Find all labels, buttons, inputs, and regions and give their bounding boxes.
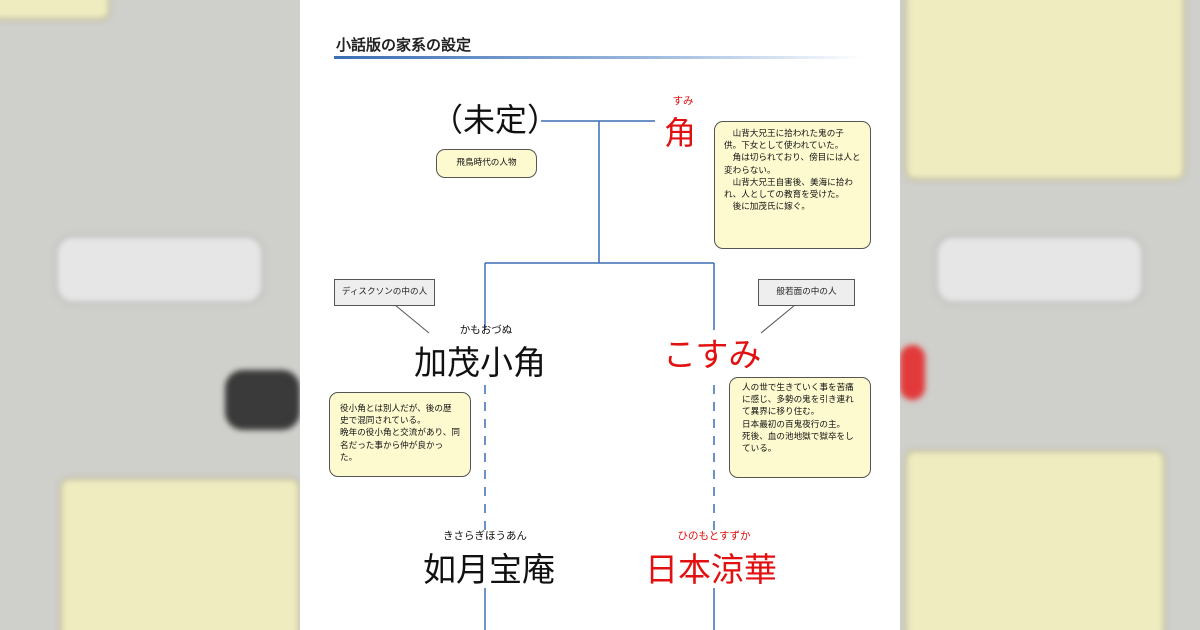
label-pointer-right <box>760 304 796 334</box>
ruby-kisaragi: きさらぎほうあん <box>443 530 527 542</box>
page-title: 小話版の家系の設定 <box>336 36 472 54</box>
label-kosumi: 般若面の中の人 <box>758 279 855 306</box>
person-name-kamo-ozunu: 加茂小角 <box>414 343 546 382</box>
note-kamo-ozunu: 役小角とは別人だが、後の歴史で混同されている。 晩年の役小角と交流があり、同名だ… <box>329 392 471 477</box>
blurred-backdrop-left <box>0 0 300 630</box>
note-mitei: 飛鳥時代の人物 <box>436 149 537 178</box>
person-name-hinomoto: 日本涼華 <box>645 550 777 589</box>
label-pointer-left <box>394 304 430 334</box>
ruby-hinomoto: ひのもとすずか <box>677 530 751 542</box>
label-kamo-ozunu: ディスクソンの中の人 <box>334 279 435 306</box>
title-underline <box>334 56 864 59</box>
person-name-sumi: 角 <box>664 114 697 152</box>
tree-connector-lines <box>394 120 796 630</box>
person-name-kosumi: こすみ <box>663 335 762 374</box>
blurred-backdrop-right <box>900 0 1200 630</box>
family-tree-page: 小話版の家系の設定 （未定） 飛鳥時代の人物 すみ 角 山背大兄王に拾われた鬼の… <box>300 0 900 630</box>
note-sumi: 山背大兄王に拾われた鬼の子供。下女として使われていた。 角は切られており、傍目に… <box>714 121 871 249</box>
ruby-sumi: すみ <box>672 95 694 107</box>
person-name-kisaragi: 如月宝庵 <box>423 550 555 589</box>
ruby-kamo-ozunu: かもおづぬ <box>459 324 513 336</box>
note-kosumi: 人の世で生きていく事を苦痛に感じ、多勢の鬼を引き連れて異界に移り住む。 日本最初… <box>729 377 871 478</box>
person-name-mitei: （未定） <box>431 101 560 139</box>
